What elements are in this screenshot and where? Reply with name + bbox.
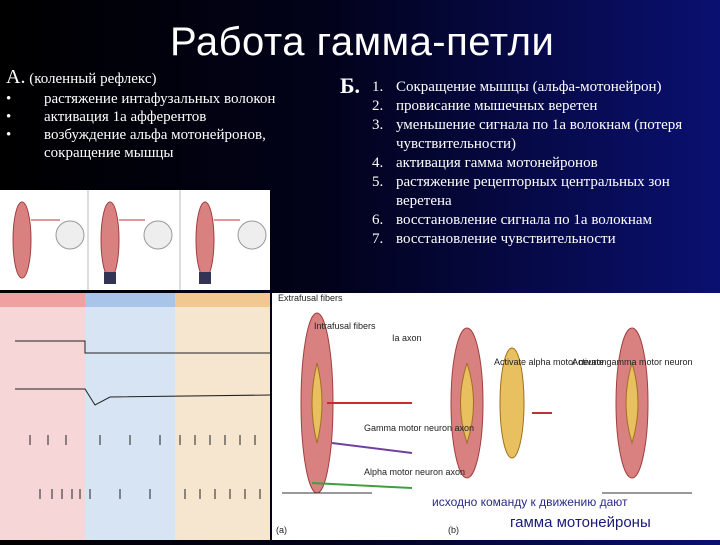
caption-line-1: исходно команду к движению дают — [432, 495, 628, 509]
list-item: 4.активация гамма мотонейронов — [372, 155, 598, 171]
label-intrafusal: Intrafusal fibers — [314, 321, 376, 331]
section-b-list: 1.Сокращение мышцы (альфа-мотонейрон) 2.… — [372, 78, 720, 249]
label-gamma-axon: Gamma motor neuron axon — [364, 423, 474, 433]
slide-title: Работа гамма-петли — [170, 20, 555, 64]
list-item: 3.уменьшение сигнала по 1а волокнам (пот… — [372, 117, 683, 152]
reflex-thumbnails — [0, 190, 270, 290]
label-activate-alpha: Activate alpha motor neuron — [494, 357, 607, 367]
label-activate-gamma: Activate gamma motor neuron — [572, 357, 693, 367]
section-a-list: растяжение интафузальных волокон активац… — [6, 90, 336, 162]
recording-graph-illustration — [0, 293, 271, 540]
list-item: 5.растяжение рецепторных центральных зон… — [372, 174, 670, 209]
section-b-letter: Б. — [340, 73, 361, 98]
label-alpha-axon: Alpha motor neuron axon — [364, 467, 465, 477]
section-a: А. (коленный рефлекс) растяжение интафуз… — [6, 66, 336, 162]
reflex-thumbnails-illustration — [12, 190, 267, 290]
list-item: активация 1а афферентов — [6, 108, 336, 126]
list-item: 6.восстановление сигнала по 1а волокнам — [372, 212, 653, 228]
caption-line-2: гамма мотонейроны — [510, 514, 651, 531]
list-item: 1.Сокращение мышцы (альфа-мотонейрон) — [372, 79, 662, 95]
section-a-heading: А. (коленный рефлекс) — [6, 66, 157, 88]
list-item: растяжение интафузальных волокон — [6, 90, 336, 108]
label-ia-axon: Ia axon — [392, 333, 422, 343]
recording-graph — [0, 293, 271, 540]
list-item: возбуждение альфа мотонейронов, сокращен… — [6, 126, 336, 162]
label-extrafusal: Extrafusal fibers — [278, 293, 343, 303]
list-item: 7.восстановление чувствительности — [372, 231, 616, 247]
label-panel-a: (a) — [276, 525, 287, 535]
label-panel-b: (b) — [448, 525, 459, 535]
list-item: 2. провисание мышечных веретен — [372, 98, 598, 114]
gamma-loop-illustration: Extrafusal fibers Intrafusal fibers Ia a… — [276, 293, 693, 535]
